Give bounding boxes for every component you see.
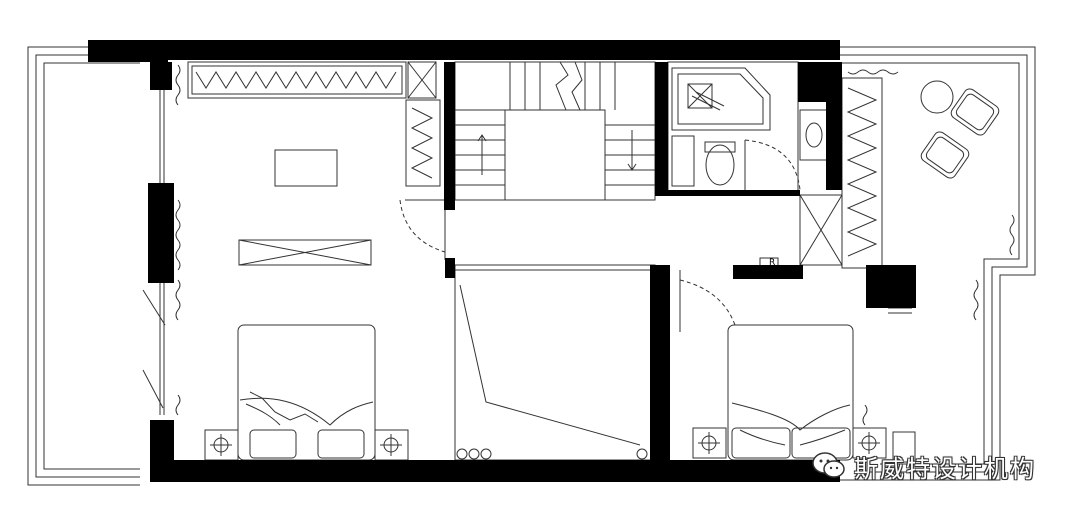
watermark-text: 斯威特设计机构 [854, 454, 1036, 483]
wechat-icon [812, 452, 845, 478]
curtain-top-right [847, 69, 899, 75]
washbasin [799, 109, 829, 161]
wardrobe-top [187, 61, 437, 99]
nightstand-right-1 [692, 427, 727, 459]
lounge-chair-2 [920, 131, 970, 179]
desk [238, 239, 372, 266]
fridge-box [892, 431, 916, 463]
void-room [454, 264, 656, 461]
nightstand-left-2 [374, 429, 409, 461]
staircase [454, 61, 656, 201]
lounge-chair-1 [950, 88, 1000, 136]
bed-right [727, 324, 854, 461]
up-arrow [477, 134, 487, 175]
left-terrace-outline [27, 46, 140, 486]
down-arrow [627, 130, 637, 171]
floor-lights [456, 448, 648, 460]
nightstand-right-2 [852, 427, 887, 459]
door-swing-right-bedroom [679, 279, 736, 326]
electrical-symbol: R [769, 258, 775, 268]
right-terrace-outline [840, 46, 1036, 481]
walls [88, 40, 916, 482]
toilet [705, 144, 735, 186]
tv-cabinet [274, 149, 338, 187]
door-swing-left-bedroom [399, 199, 446, 253]
nightstand-left [204, 429, 239, 461]
left-windows [142, 64, 181, 416]
bed-left [237, 324, 376, 461]
door-swing-bathroom [744, 139, 801, 191]
watermark: 斯威特设计机构 [812, 446, 1036, 486]
round-table [920, 80, 954, 114]
wardrobe-side [405, 99, 441, 187]
void-cut-line [459, 284, 641, 446]
